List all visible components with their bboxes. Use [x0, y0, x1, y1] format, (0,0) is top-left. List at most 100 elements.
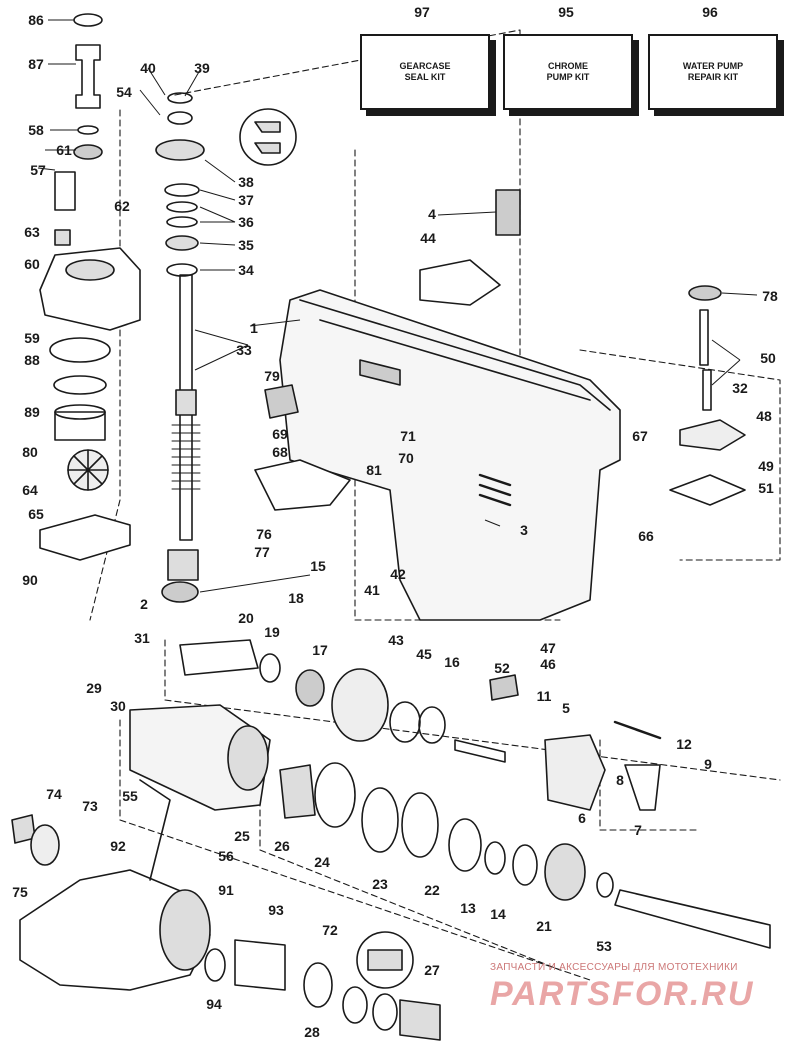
callout-16: 16: [444, 654, 460, 670]
callout-53: 53: [596, 938, 612, 954]
callout-22: 22: [424, 882, 440, 898]
callout-69: 69: [272, 426, 288, 442]
callout-37: 37: [238, 192, 254, 208]
callout-81: 81: [366, 462, 382, 478]
callout-40: 40: [140, 60, 156, 76]
callout-33: 33: [236, 342, 252, 358]
callout-71: 71: [400, 428, 416, 444]
kit-number-96: 96: [702, 4, 718, 20]
kit-label-line: GEARCASE: [399, 61, 451, 72]
callout-2: 2: [140, 596, 148, 612]
callout-34: 34: [238, 262, 254, 278]
callout-52: 52: [494, 660, 510, 676]
callout-26: 26: [274, 838, 290, 854]
callout-75: 75: [12, 884, 28, 900]
callout-29: 29: [86, 680, 102, 696]
callout-63: 63: [24, 224, 40, 240]
callout-93: 93: [268, 902, 284, 918]
callout-56: 56: [218, 848, 234, 864]
callout-14: 14: [490, 906, 506, 922]
watermark-logo: PARTSFOR.RU: [490, 975, 755, 1013]
callout-72: 72: [322, 922, 338, 938]
callout-73: 73: [82, 798, 98, 814]
callout-58: 58: [28, 122, 44, 138]
watermark-tagline: ЗАПЧАСТИ И АКСЕССУАРЫ ДЛЯ МОТОТЕХНИКИ: [490, 962, 738, 973]
callout-90: 90: [22, 572, 38, 588]
callout-11: 11: [536, 688, 552, 704]
callout-13: 13: [460, 900, 476, 916]
callout-50: 50: [760, 350, 776, 366]
callout-51: 51: [758, 480, 774, 496]
callout-70: 70: [398, 450, 414, 466]
callout-18: 18: [288, 590, 304, 606]
callout-15: 15: [310, 558, 326, 574]
kit-label-line: CHROME: [548, 61, 588, 72]
callout-41: 41: [364, 582, 380, 598]
watermark: ЗАПЧАСТИ И АКСЕССУАРЫ ДЛЯ МОТОТЕХНИКИ PA…: [490, 962, 790, 1014]
callout-27: 27: [424, 962, 440, 978]
callout-17: 17: [312, 642, 328, 658]
callout-12: 12: [676, 736, 692, 752]
callout-67: 67: [632, 428, 648, 444]
callout-21: 21: [536, 918, 552, 934]
callout-8: 8: [616, 772, 624, 788]
callout-32: 32: [732, 380, 748, 396]
callout-65: 65: [28, 506, 44, 522]
callout-46: 46: [540, 656, 556, 672]
callout-64: 64: [22, 482, 38, 498]
callout-24: 24: [314, 854, 330, 870]
callout-54: 54: [116, 84, 132, 100]
callout-38: 38: [238, 174, 254, 190]
callout-48: 48: [756, 408, 772, 424]
kit-number-95: 95: [558, 4, 574, 20]
kit-label-line: SEAL KIT: [404, 72, 446, 82]
callout-39: 39: [194, 60, 210, 76]
callout-43: 43: [388, 632, 404, 648]
callout-3: 3: [520, 522, 528, 538]
callout-60: 60: [24, 256, 40, 272]
callout-91: 91: [218, 882, 234, 898]
callout-23: 23: [372, 876, 388, 892]
callout-4: 4: [428, 206, 436, 222]
kit-label-line: PUMP KIT: [546, 72, 590, 82]
callout-42: 42: [390, 566, 406, 582]
callout-55: 55: [122, 788, 138, 804]
callout-44: 44: [420, 230, 436, 246]
callout-62: 62: [114, 198, 130, 214]
callout-36: 36: [238, 214, 254, 230]
kit-label-line: REPAIR KIT: [687, 72, 739, 82]
kit-label-line: WATER PUMP: [682, 61, 744, 72]
callout-92: 92: [110, 838, 126, 854]
callout-94: 94: [206, 996, 222, 1012]
callout-80: 80: [22, 444, 38, 460]
callout-89: 89: [24, 404, 40, 420]
callout-35: 35: [238, 237, 254, 253]
callout-9: 9: [704, 756, 712, 772]
callout-61: 61: [56, 142, 72, 158]
callout-47: 47: [540, 640, 556, 656]
callout-79: 79: [264, 368, 280, 384]
callout-78: 78: [762, 288, 778, 304]
callout-28: 28: [304, 1024, 320, 1040]
callout-87: 87: [28, 56, 44, 72]
callout-19: 19: [264, 624, 280, 640]
kit-number-97: 97: [414, 4, 430, 20]
callout-45: 45: [416, 646, 432, 662]
callout-31: 31: [134, 630, 150, 646]
callout-25: 25: [234, 828, 250, 844]
callout-76: 76: [256, 526, 272, 542]
callout-20: 20: [238, 610, 254, 626]
callout-88: 88: [24, 352, 40, 368]
callout-77: 77: [254, 544, 270, 560]
callout-86: 86: [28, 12, 44, 28]
callout-1: 1: [250, 320, 258, 336]
callout-7: 7: [634, 822, 642, 838]
callout-68: 68: [272, 444, 288, 460]
